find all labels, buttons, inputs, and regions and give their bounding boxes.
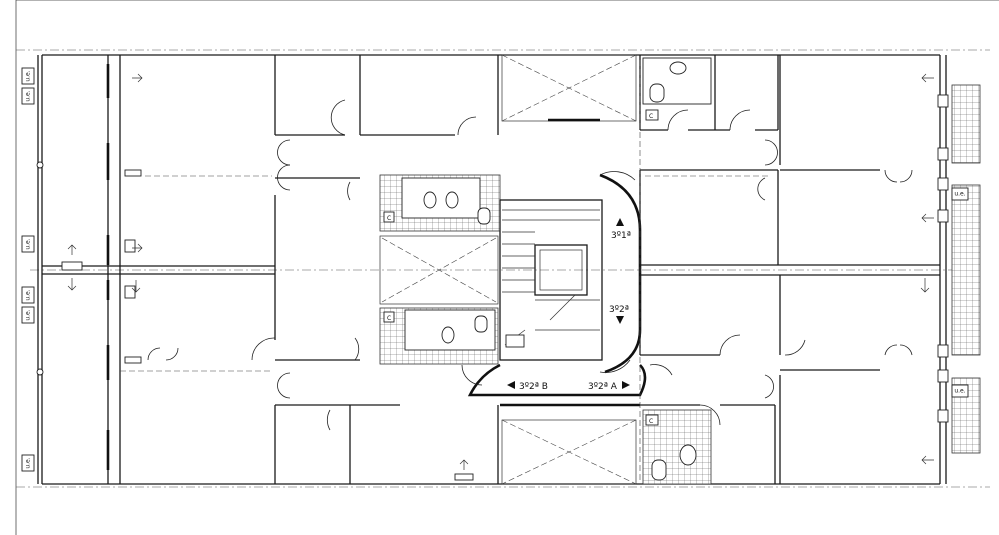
- middle-left-rooms: [147, 55, 499, 484]
- right-wing: [639, 55, 940, 484]
- stair-core: [461, 118, 673, 407]
- left-bathrooms: C C: [379, 174, 501, 365]
- svg-text:u.e.: u.e.: [25, 238, 32, 249]
- meter-label: C: [649, 113, 653, 120]
- right-bathrooms: C C: [642, 57, 712, 485]
- balconies: [937, 84, 981, 454]
- ue-tag: u.e.: [951, 187, 969, 201]
- building-outline: [36, 54, 947, 485]
- ue-tag: u.e.: [21, 306, 35, 324]
- ue-tag: u.e.: [951, 384, 969, 398]
- ue-tag: u.e.: [21, 87, 35, 105]
- floor-label-up: 3º1ª: [611, 231, 631, 241]
- svg-text:u.e.: u.e.: [25, 309, 32, 320]
- meter-label: C: [387, 315, 391, 322]
- svg-text:u.e.: u.e.: [25, 289, 32, 300]
- ue-tag: u.e.: [21, 454, 35, 472]
- unit-label-a: 3º2ª A: [588, 382, 618, 392]
- unit-label-b: 3º2ª B: [519, 382, 548, 392]
- svg-text:u.e.: u.e.: [25, 70, 32, 81]
- exit-arrows: [67, 73, 934, 481]
- stair-labels: 3º1ª 3º2ª 3º2ª B 3º2ª A: [507, 218, 631, 392]
- ue-tag: u.e.: [21, 235, 35, 253]
- svg-text:u.e.: u.e.: [25, 90, 32, 101]
- floor-label-down: 3º2ª: [609, 305, 629, 315]
- meter-label: C: [649, 418, 653, 425]
- ue-tag: u.e.: [21, 67, 35, 85]
- svg-text:u.e.: u.e.: [954, 191, 965, 198]
- ue-tags: u.e. u.e. u.e. u.e. u.e. u.e. u.e. u.e.: [21, 67, 969, 472]
- meter-label: C: [387, 215, 391, 222]
- facade-lines: [16, 49, 990, 488]
- ue-tag: u.e.: [21, 286, 35, 304]
- sheet-frame: [15, 0, 999, 535]
- svg-text:u.e.: u.e.: [25, 457, 32, 468]
- left-wing: [42, 55, 275, 484]
- svg-text:u.e.: u.e.: [954, 388, 965, 395]
